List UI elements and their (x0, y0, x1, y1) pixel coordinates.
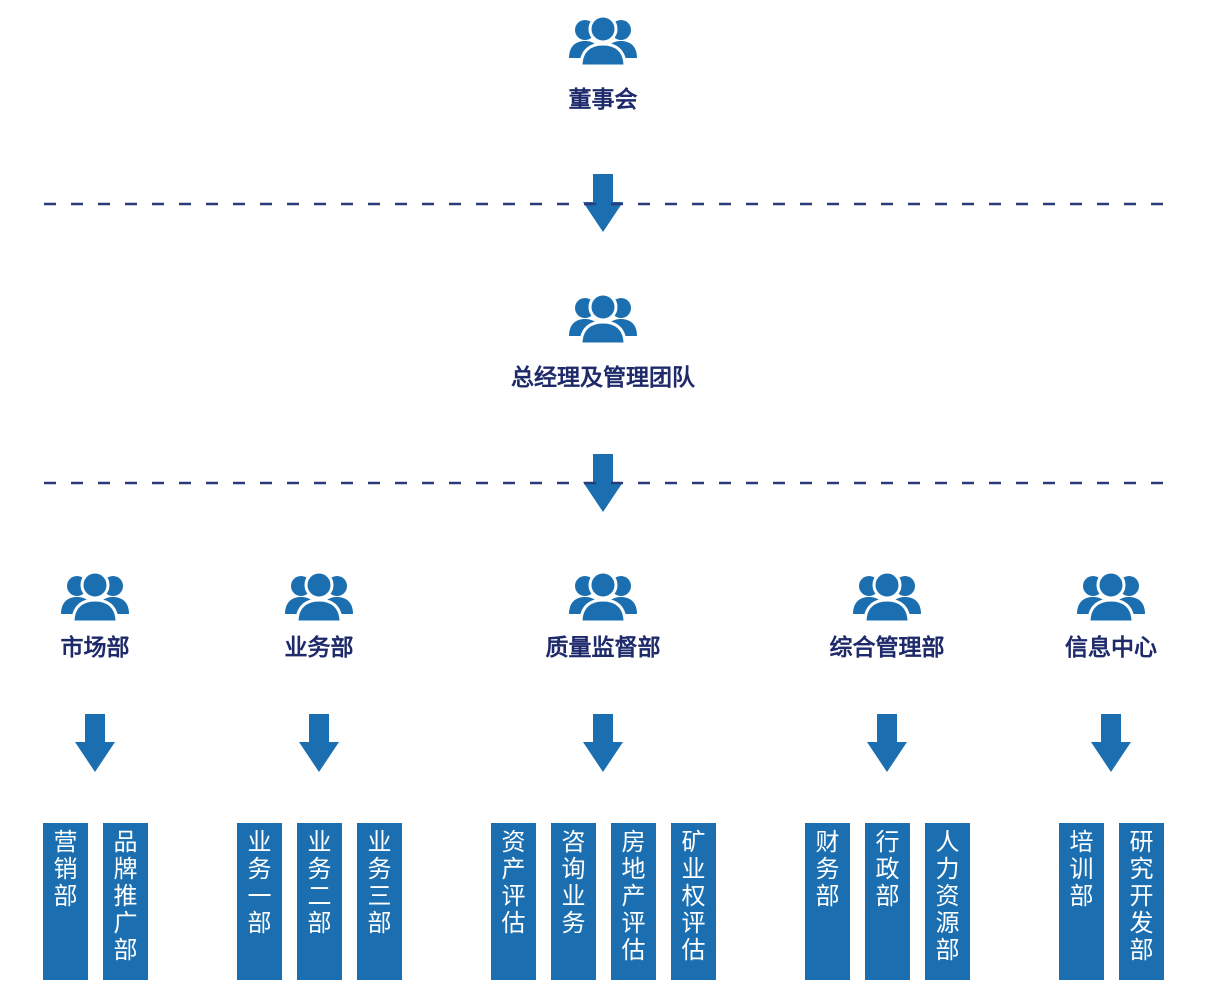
people-group-icon (59, 570, 131, 622)
people-group-icon (567, 292, 639, 344)
unit-label: 资产评估 (501, 828, 526, 937)
down-arrow-icon (299, 714, 339, 774)
unit-label: 研究开发部 (1129, 828, 1154, 964)
unit-label: 矿业权评估 (681, 828, 706, 964)
people-group-icon (1075, 570, 1147, 622)
unit-box: 咨询业务 (551, 823, 596, 980)
unit-label: 营销部 (53, 828, 78, 910)
unit-label: 财务部 (815, 828, 840, 910)
people-group-icon (851, 570, 923, 622)
down-arrow-icon (583, 714, 623, 774)
unit-label: 行政部 (875, 828, 900, 910)
unit-label: 房地产评估 (621, 828, 646, 964)
dashed-divider (44, 481, 1164, 485)
management-label: 总经理及管理团队 (511, 365, 695, 391)
board-label: 董事会 (568, 87, 638, 113)
department-label: 业务部 (284, 635, 354, 661)
unit-box: 房地产评估 (611, 823, 656, 980)
dashed-divider (44, 202, 1164, 206)
unit-box: 品牌推广部 (103, 823, 148, 980)
down-arrow-icon (1091, 714, 1131, 774)
unit-box: 培训部 (1059, 823, 1104, 980)
down-arrow-icon (75, 714, 115, 774)
department-label: 质量监督部 (545, 635, 661, 661)
unit-box: 业务三部 (357, 823, 402, 980)
unit-label: 业务一部 (247, 828, 272, 937)
unit-box: 业务二部 (297, 823, 342, 980)
department-label: 信息中心 (1065, 635, 1157, 661)
unit-label: 业务三部 (367, 828, 392, 937)
unit-box: 业务一部 (237, 823, 282, 980)
unit-label: 品牌推广部 (113, 828, 138, 964)
unit-box: 人力资源部 (925, 823, 970, 980)
unit-label: 培训部 (1069, 828, 1094, 910)
unit-box: 财务部 (805, 823, 850, 980)
unit-label: 咨询业务 (561, 828, 586, 937)
unit-box: 研究开发部 (1119, 823, 1164, 980)
people-group-icon (567, 14, 639, 66)
down-arrow-icon (867, 714, 907, 774)
people-group-icon (283, 570, 355, 622)
people-group-icon (567, 570, 639, 622)
unit-label: 业务二部 (307, 828, 332, 937)
unit-box: 营销部 (43, 823, 88, 980)
department-label: 市场部 (60, 635, 130, 661)
unit-box: 行政部 (865, 823, 910, 980)
department-label: 综合管理部 (829, 635, 945, 661)
unit-box: 资产评估 (491, 823, 536, 980)
unit-box: 矿业权评估 (671, 823, 716, 980)
unit-label: 人力资源部 (935, 828, 960, 964)
